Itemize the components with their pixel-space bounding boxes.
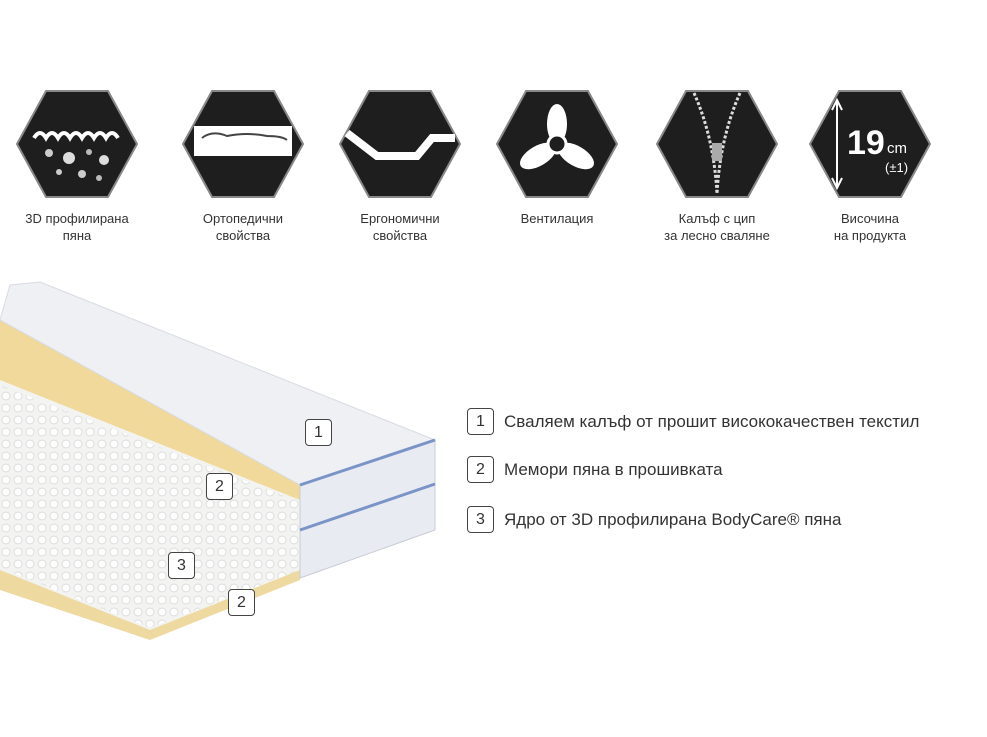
height-unit: cm: [887, 140, 907, 157]
feature-label: на продукта: [833, 228, 907, 243]
zipper-icon: [654, 88, 780, 200]
feature-3d-foam: 3D профилирана пяна: [2, 88, 152, 244]
legend-item: 3 Ядро от 3D профилирана BodyCare® пяна: [467, 506, 841, 533]
feature-zipper: Калъф с цип за лесно сваляне: [642, 88, 792, 244]
feature-ergonomic: Ергономични свойства: [325, 88, 475, 244]
height-tolerance: (±1): [885, 160, 909, 175]
layer-tag-cover: 1: [305, 419, 332, 446]
feature-label: Ортопедични: [202, 211, 284, 226]
feature-label: Калъф с цип: [678, 211, 756, 226]
feature-label: Вентилация: [520, 211, 594, 226]
layer-tag-memory-foam-bottom: 2: [228, 589, 255, 616]
feature-ventilation: Вентилация: [482, 88, 632, 227]
legend-item: 1 Сваляем калъф от прошит висококачестве…: [467, 408, 919, 435]
legend-number: 3: [467, 506, 494, 533]
feature-height: 19 cm (±1) Височина на продукта: [795, 88, 945, 244]
legend-text: Сваляем калъф от прошит висококачествен …: [504, 411, 920, 431]
top-memory-foam: [0, 320, 300, 500]
legend-number: 1: [467, 408, 494, 435]
ergonomic-icon: [337, 88, 463, 200]
layer-tag-core: 3: [168, 552, 195, 579]
legend-item: 2 Мемори пяна в прошивката: [467, 456, 723, 483]
legend-text: Ядро от 3D профилирана BodyCare® пяна: [504, 509, 842, 529]
height-value: 19: [847, 124, 885, 162]
height-icon: 19 cm (±1): [807, 88, 933, 200]
layer-tag-memory-foam-top: 2: [206, 473, 233, 500]
feature-label: Ергономични: [360, 211, 440, 226]
feature-label: пяна: [62, 228, 92, 243]
feature-label: свойства: [372, 228, 428, 243]
feature-orthopedic: Ортопедични свойства: [168, 88, 318, 244]
orthopedic-body-icon: [180, 88, 306, 200]
3d-foam-icon: [14, 88, 140, 200]
feature-label: Височина: [841, 211, 899, 226]
ventilation-fan-icon: [494, 88, 620, 200]
feature-label: свойства: [215, 228, 271, 243]
legend-text: Мемори пяна в прошивката: [504, 459, 723, 479]
feature-label: за лесно сваляне: [664, 228, 770, 243]
feature-label: 3D профилирана: [25, 211, 129, 226]
legend-number: 2: [467, 456, 494, 483]
